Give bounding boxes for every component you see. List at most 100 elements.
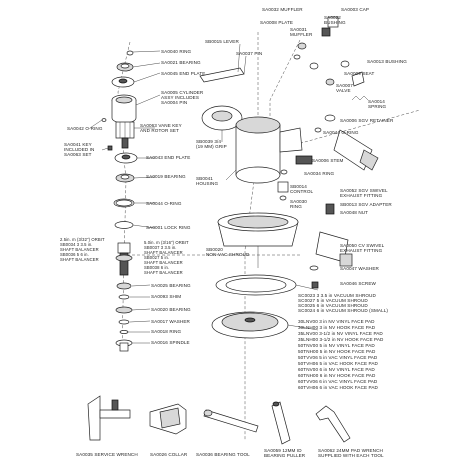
- ring-sa0018: [119, 330, 129, 334]
- label-sa0047: SA0047 WASHER: [340, 266, 379, 271]
- label-sa0034: SA0034 RING: [304, 171, 335, 176]
- label-sa0041-b: INCLUDED IN: [64, 147, 94, 152]
- label-sa0003: SA0003 CAP: [341, 7, 369, 12]
- label-sa0048: SA0048 NUT: [340, 210, 368, 215]
- valve-axis-line: [269, 39, 301, 140]
- label-sa0046: SA0046 SCREW: [340, 281, 376, 286]
- label-pad-3: 35LNV00 3-1/2 in NV VINYL FACE PAD: [298, 331, 383, 336]
- label-sb0015: SB0015 LEVER: [205, 39, 239, 44]
- label-sb0020-a: SB0020: [206, 247, 223, 252]
- o-ring-sa0042: [101, 118, 107, 122]
- label-tool-2: SA0026 COLLAR: [150, 452, 188, 457]
- label-sa0042: SA0042 O-RING: [67, 126, 103, 131]
- washer-sa0017: [118, 319, 130, 325]
- label-sa0040: SA0040 RING: [161, 49, 192, 54]
- label-sa0030: SA0030: [290, 199, 307, 204]
- part-labels: SA0040 RING SA0021 BEARING SA0045 END PL…: [60, 7, 407, 458]
- vacuum-shroud: [215, 274, 297, 296]
- label-pad-12: 60TVH06 6 in VAC HOOK FACE PAD: [298, 385, 379, 390]
- sgv-swivel-fitting: [325, 129, 379, 215]
- label-orbit2-g: SHAFT BALANCER: [144, 270, 183, 275]
- non-vac-shroud-sb0020: [217, 212, 299, 247]
- pad-wrench-tool: [315, 405, 351, 443]
- label-sa0022b: BUSHING: [324, 20, 346, 25]
- label-tool-3: SA0036 BEARING TOOL: [196, 452, 250, 457]
- label-sa0014: SA0014: [368, 99, 385, 104]
- o-ring-sa0044: [113, 198, 135, 208]
- label-sa0044-ring: SA0044 O-RING: [323, 130, 359, 135]
- leader-lines: [89, 43, 319, 344]
- label-sb0020-b: NON-VAC SHROUD: [206, 252, 250, 257]
- shim-sa0093: [118, 294, 130, 300]
- bearing-puller-tool: [271, 401, 291, 445]
- label-sa0007: SA0007: [336, 83, 353, 88]
- bearing-sa0020: [115, 306, 133, 314]
- label-sa0005-a: SA0005 CYLINDER: [161, 90, 204, 95]
- shaft-balancer: [115, 242, 133, 276]
- lever-sb0015: [199, 67, 245, 83]
- label-sb0013: SB0013 SGV ADAPTER: [340, 202, 392, 207]
- label-sa0045: SA0045 END PLATE: [161, 71, 205, 76]
- label-pad-2: 30LNH00 3 in NV HOOK FACE PAD: [298, 325, 376, 330]
- spindle-sa0016: [115, 339, 133, 352]
- label-sa0005-c: SA0004 PIN: [161, 100, 187, 105]
- label-sa0032: SA0032 MUFFLER: [262, 7, 303, 12]
- label-sa0031: SA0031: [290, 27, 307, 32]
- label-orbit1-a: 2.5in. m (3/32") ORBIT: [60, 237, 105, 242]
- label-sa0044: SA0044 O-RING: [146, 201, 182, 206]
- label-shroud-a: SC0023 3 3.5 in VACUUM SHROUD: [298, 293, 376, 298]
- label-sa0006-ret: SA0006 SGV RETAINER: [340, 118, 394, 123]
- label-sa0050-b: EXHAUST FITTING: [340, 248, 383, 253]
- label-sa0005-b: ASSY INCLUDES: [161, 95, 199, 100]
- bearing-tool: [203, 409, 259, 433]
- collar-tool: [149, 403, 187, 435]
- label-tool-5-b: SUPPLIED WITH EACH TOOL: [318, 453, 384, 458]
- label-sa0016: SA0016 SPINDLE: [151, 340, 190, 345]
- label-sa0018: SA0018 RING: [151, 329, 182, 334]
- label-orbit2-b: SB0037 3 3.5 in.: [144, 245, 177, 250]
- label-pad-9: 60TNV00 6 in NV VINYL FACE PAD: [298, 367, 375, 372]
- label-orbit1-d: SB0036 5 6 in.: [60, 252, 89, 257]
- label-sa0052-a: SA0052 SGV SWIVEL: [340, 188, 388, 193]
- label-shroud-c: SC0025 6 in VACUUM SHROUD: [298, 303, 368, 308]
- label-sa0043: SA0043 END PLATE: [146, 155, 190, 160]
- label-sa0063-a: SA0063 VANE KEY: [140, 123, 182, 128]
- label-sb0041-b: HOUSING: [196, 181, 218, 186]
- label-orbit2-c: SHAFT BALANCER: [144, 250, 183, 255]
- label-sa0030b: RING: [290, 204, 302, 209]
- label-orbit2-f: SB0038 6 in.: [144, 265, 169, 270]
- label-sa0021: SA0021 BEARING: [161, 60, 201, 65]
- bearing-sa0025: [116, 282, 132, 290]
- label-sa0013: SA0013 BUSHING: [367, 59, 407, 64]
- label-sa0022: SA0022: [324, 15, 341, 20]
- bearing-sa0019: [115, 173, 135, 183]
- label-sb0014b: CONTROL: [290, 189, 314, 194]
- label-pad-7: 50TVV06 5 in VAC VINYL FACE PAD: [298, 355, 378, 360]
- service-wrench-tool: [87, 395, 131, 441]
- label-sb0041-a: SB0041: [196, 176, 213, 181]
- label-shroud-b: SC0027 5 in VACUUM SHROUD: [298, 298, 368, 303]
- label-sa0019: SA0019 BEARING: [146, 174, 186, 179]
- label-pad-6: 50TNH00 5 in NV HOOK FACE PAD: [298, 349, 376, 354]
- valve-parts-stack: [277, 16, 369, 201]
- label-orbit1-e: SHAFT BALANCER: [60, 257, 99, 262]
- label-sa0017: SA0017 WASHER: [151, 319, 190, 324]
- label-sa0001: SA0001 LOCK RING: [146, 225, 191, 230]
- label-tool-4-a: SA0059 12MM ID: [264, 448, 302, 453]
- label-pad-5: 50TNV00 5 in NV VINYL FACE PAD: [298, 343, 375, 348]
- left-axis-line: [117, 41, 131, 351]
- label-orbit1-b: SB0034 3 3.5 in.: [60, 242, 93, 247]
- ring-sa0040: [126, 50, 134, 56]
- grip-sb0039: [201, 105, 243, 131]
- label-sa0041-c: SA0063 SET: [64, 152, 92, 157]
- cylinder-sa0005: [111, 94, 137, 124]
- label-sa0025: SA0025 BEARING: [151, 283, 191, 288]
- label-sa0093: SA0093 SHIM: [151, 294, 181, 299]
- cv-swivel-fitting: [309, 231, 353, 289]
- label-pad-10: 60TNH00 6 in NV HOOK FACE PAD: [298, 373, 376, 378]
- label-sa0031b: MUFFLER: [290, 32, 313, 37]
- label-tool-1: SA0035 SERVICE WRENCH: [76, 452, 138, 457]
- label-orbit2-d: SB0027 5 in.: [144, 255, 169, 260]
